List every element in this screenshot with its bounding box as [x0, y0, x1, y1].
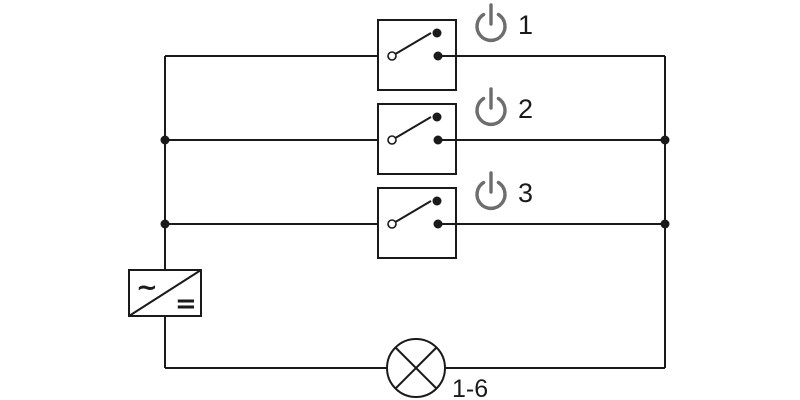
switch-open-contact: [387, 51, 397, 61]
switch-lever: [391, 200, 432, 225]
switch-label: 1: [518, 10, 533, 40]
switch-label: 2: [518, 94, 533, 124]
switch-contact: [433, 51, 443, 61]
switch-contact: [432, 196, 442, 206]
switch-contact: [432, 112, 442, 122]
circuit-wires: [164, 55, 666, 369]
converter-divider: [128, 269, 202, 317]
switch-label: 3: [518, 178, 533, 208]
ac-dc-converter: ~ =: [128, 269, 202, 319]
switch-lever: [391, 116, 432, 141]
lamp-icon: [386, 338, 446, 398]
switch-open-contact: [387, 219, 397, 229]
switch-open-contact: [387, 135, 397, 145]
switch-contact: [433, 135, 443, 145]
ac-symbol: ~: [136, 273, 158, 303]
switch-contact: [432, 28, 442, 38]
dc-symbol: =: [175, 289, 197, 319]
power-icon: [475, 171, 507, 211]
switch-3: 3: [377, 171, 533, 259]
lamp-label: 1-6: [452, 375, 488, 400]
junctions: [160, 135, 670, 229]
power-icon: [475, 3, 507, 43]
switch-2: 2: [377, 87, 533, 175]
junction-dot: [160, 219, 170, 229]
power-icon: [475, 87, 507, 127]
switch-contact: [433, 219, 443, 229]
junction-dot: [660, 135, 670, 145]
switch-1: 1: [377, 3, 533, 91]
junction-dot: [160, 135, 170, 145]
switch-lever: [391, 32, 432, 57]
junction-dot: [660, 219, 670, 229]
